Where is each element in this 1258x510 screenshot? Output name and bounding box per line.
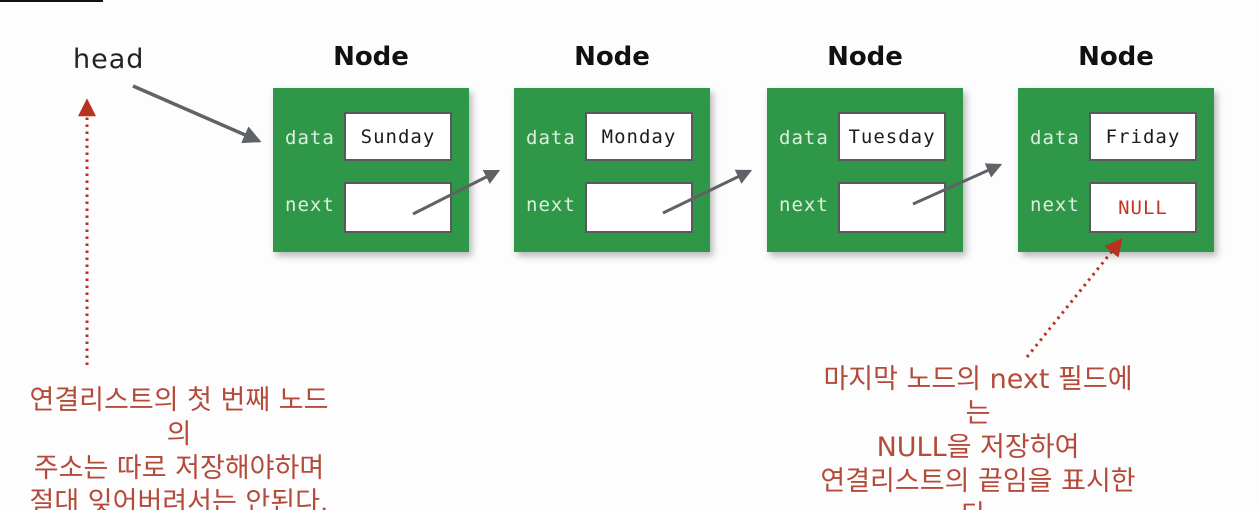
data-field-label: data xyxy=(1030,127,1080,149)
node-title-4: Node xyxy=(1078,42,1154,72)
head-pointer-arrow xyxy=(132,84,262,144)
node-box-4: data Friday next NULL xyxy=(1018,88,1214,252)
next-null-value-box: NULL xyxy=(1089,182,1197,233)
annotation-line: 연결리스트의 끝임을 표시한다. xyxy=(820,466,1136,510)
data-value-box: Monday xyxy=(585,112,693,161)
head-annotation-text: 연결리스트의 첫 번째 노드의 주소는 따로 저장해야하며 절대 잊어버려서는 … xyxy=(20,384,338,510)
next-value-box xyxy=(585,182,693,233)
next-field-label: next xyxy=(526,194,576,216)
next-value-box xyxy=(344,182,452,233)
node-box-1: data Sunday next xyxy=(273,88,469,252)
next-field-label: next xyxy=(1030,194,1080,216)
annotation-line: 주소는 따로 저장해야하며 xyxy=(33,453,325,484)
node-title-3: Node xyxy=(827,42,903,72)
next-value-box xyxy=(838,182,946,233)
data-value-box: Friday xyxy=(1089,112,1197,161)
node-title-2: Node xyxy=(574,42,650,72)
next-field-label: next xyxy=(779,194,829,216)
data-field-label: data xyxy=(779,127,829,149)
data-field-label: data xyxy=(526,127,576,149)
node-box-2: data Monday next xyxy=(514,88,710,252)
null-annotation-dotted-arrow xyxy=(1025,237,1123,358)
annotation-line: 절대 잊어버려서는 안된다. xyxy=(29,487,329,510)
annotation-line: 연결리스트의 첫 번째 노드의 xyxy=(29,385,329,450)
null-annotation-text: 마지막 노드의 next 필드에는 NULL을 저장하여 연결리스트의 끝임을 … xyxy=(813,363,1143,510)
data-value-box: Sunday xyxy=(344,112,452,161)
head-pointer-label: head xyxy=(73,44,145,75)
data-field-label: data xyxy=(285,127,335,149)
screen-edge-artifact xyxy=(0,0,103,2)
annotation-line: NULL을 저장하여 xyxy=(876,432,1080,463)
node-box-3: data Tuesday next xyxy=(767,88,963,252)
data-value-box: Tuesday xyxy=(838,112,946,161)
annotation-line: 마지막 노드의 next 필드에는 xyxy=(823,364,1133,429)
node-title-1: Node xyxy=(333,42,409,72)
next-field-label: next xyxy=(285,194,335,216)
